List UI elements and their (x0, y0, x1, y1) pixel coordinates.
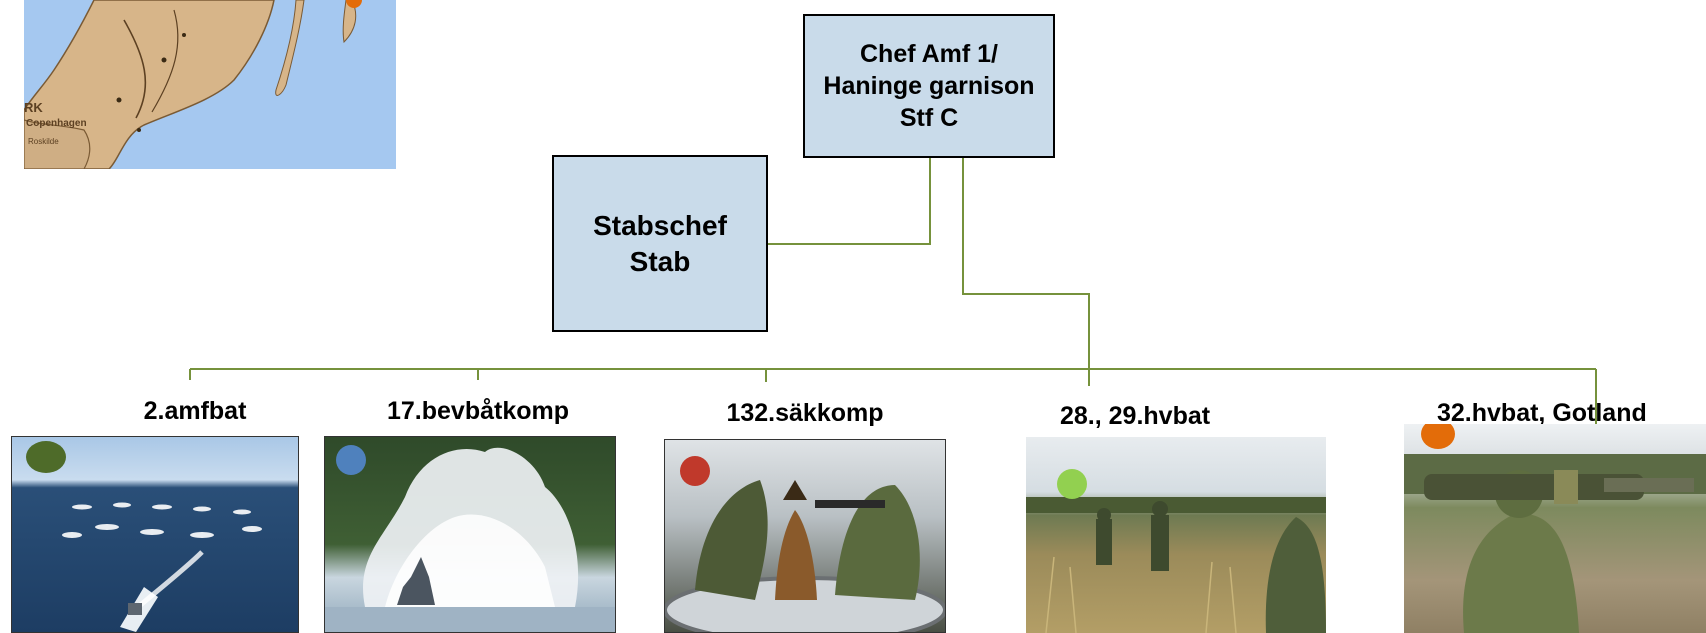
unit-label-17-bevbatkomp: 17.bevbåtkomp (386, 397, 569, 425)
unit-label-28-29-hvbat: 28., 29.hvbat (1060, 402, 1211, 430)
unit-photo-bevbatkomp (324, 436, 616, 633)
map-label-rk: RK (24, 100, 43, 115)
map-image: RK Copenhagen Roskilde (24, 0, 396, 169)
unit-dot-hvbat-gotland (1421, 424, 1455, 449)
staff-box: Stabschef Stab (552, 155, 768, 332)
unit-dot-hvbat (1057, 469, 1087, 499)
unit-photo-sakkomp (664, 439, 946, 633)
map-label-roskilde: Roskilde (28, 137, 59, 146)
unit-dot-bevbatkomp (336, 445, 366, 475)
staff-line-1: Stabschef (593, 209, 727, 241)
chief-box: Chef Amf 1/ Haninge garnison Stf C (803, 14, 1055, 158)
unit-photo-hvbat (1026, 437, 1326, 633)
unit-photo-hvbat-gotland (1404, 424, 1706, 633)
chief-line-3: Stf C (899, 104, 959, 132)
unit-label-132-sakkomp: 132.säkkomp (726, 399, 884, 427)
connector-chief-to-staff (768, 158, 931, 245)
unit-dot-amfbat (26, 441, 66, 473)
unit-label-2-amfbat: 2.amfbat (143, 397, 247, 425)
staff-line-2: Stab (629, 245, 691, 277)
chief-line-1: Chef Amf 1/ (860, 40, 998, 68)
connector-chief-to-units (962, 158, 1090, 386)
map-label-copenhagen: Copenhagen (26, 118, 87, 129)
unit-dot-sakkomp (680, 456, 710, 486)
map-marker-dot (346, 0, 362, 8)
chief-line-2: Haninge garnison (823, 72, 1035, 100)
map-drawing (24, 0, 362, 169)
unit-label-32-hvbat-gotland: 32.hvbat, Gotland (1437, 399, 1647, 427)
unit-photo-amfbat (11, 436, 299, 633)
